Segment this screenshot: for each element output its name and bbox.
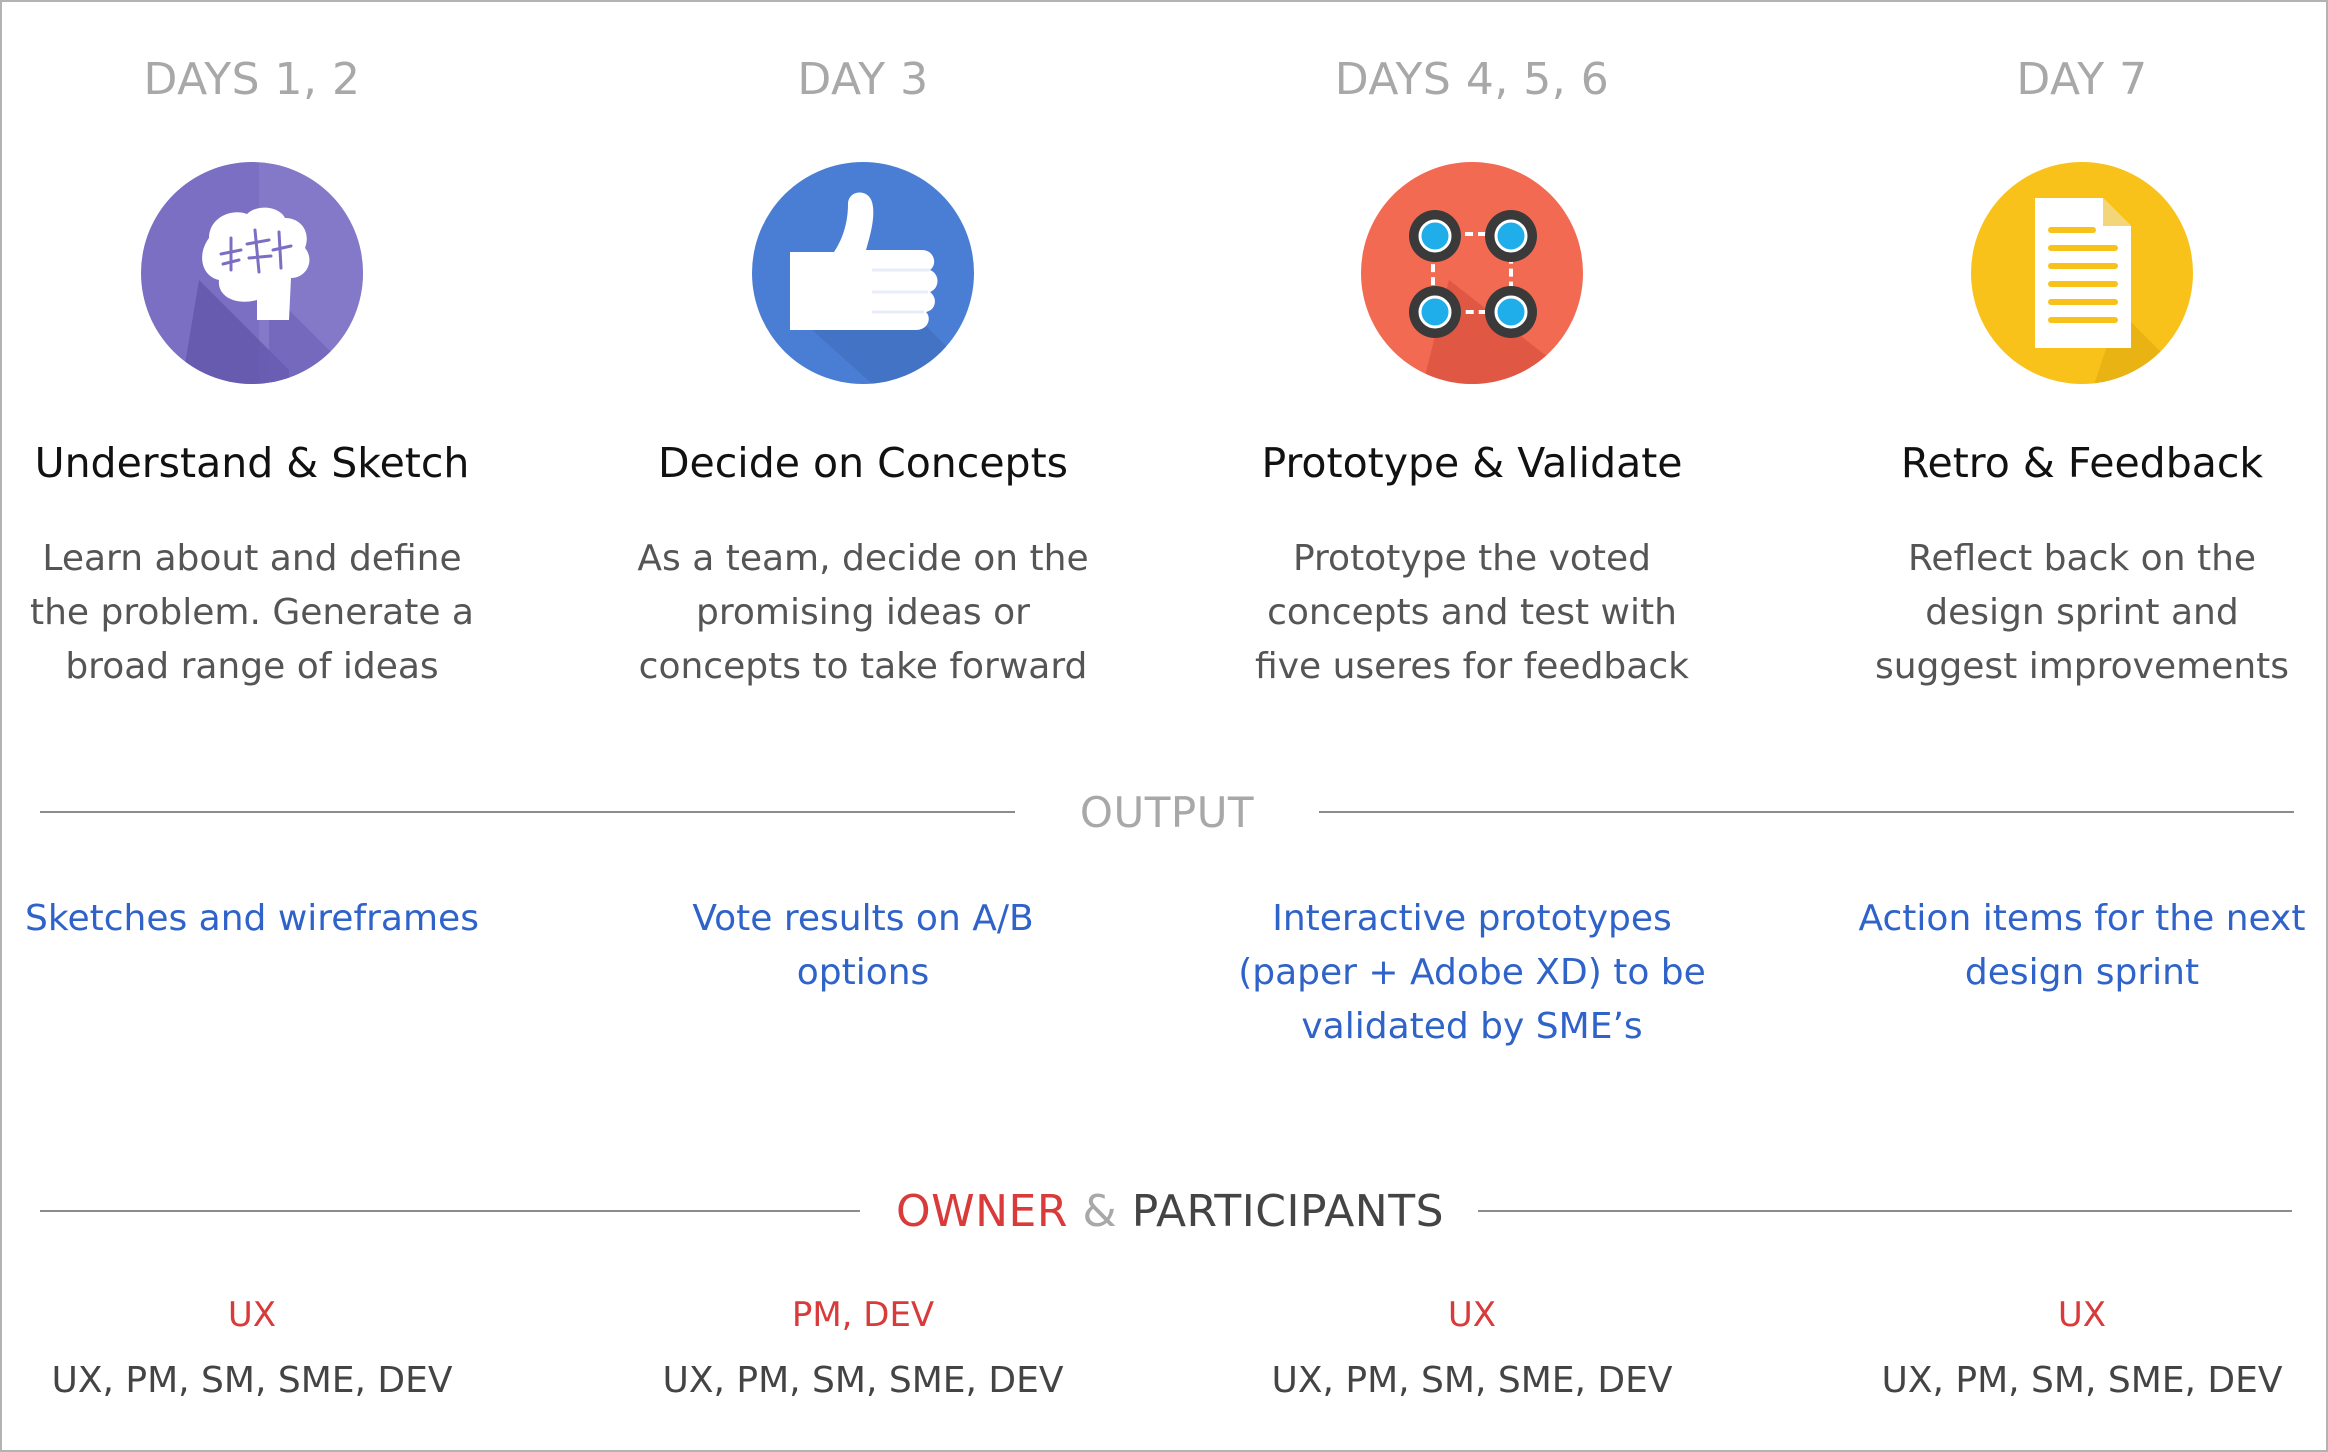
phase-title: Retro & Feedback [1900,439,2264,487]
participants-text: UX, PM, SM, SME, DEV [1271,1360,1673,1401]
ampersand-label: & [1082,1186,1118,1237]
description-line: design sprint and [1925,592,2239,633]
day-label: DAY 3 [797,54,929,105]
description-line: Prototype the voted [1292,538,1652,579]
description-line: five useres for feedback [1255,646,1689,687]
description-line: Reflect back on the [1907,538,2257,579]
divider-line [1478,1210,2292,1212]
output-line: Sketches and wireframes [25,898,479,939]
phase-title: Understand & Sketch [34,439,470,487]
owner-text: PM, DEV [791,1295,935,1335]
participants-text: UX, PM, SM, SME, DEV [1881,1360,2283,1401]
description-line: suggest improvements [1874,646,2290,687]
output-text: Action items for the next design sprint [1782,892,2328,1000]
description-line: the problem. Generate a [29,592,474,633]
output-line: Interactive prototypes [1272,898,1672,939]
output-section-label: OUTPUT [1079,788,1255,837]
brain-icon [0,160,552,386]
gears-icon [1172,160,1772,386]
owner-text: UX [227,1295,277,1335]
participants-label: PARTICIPANTS [1131,1186,1445,1237]
description-line: As a team, decide on the [637,538,1089,579]
output-line: options [796,952,930,993]
description-line: broad range of ideas [65,646,439,687]
phase-title: Prototype & Validate [1261,439,1683,487]
participants-text: UX, PM, SM, SME, DEV [662,1360,1064,1401]
owner-text: UX [2057,1295,2107,1335]
output-text: Interactive prototypes (paper + Adobe XD… [1172,892,1772,1054]
description-line: promising ideas or [696,592,1030,633]
document-icon [1782,160,2328,386]
owner-participants-section-label: OWNER & PARTICIPANTS [860,1186,1480,1237]
description-line: concepts and test with [1267,592,1677,633]
output-line: Vote results on A/B [692,898,1034,939]
thumbs-up-icon [563,160,1163,386]
output-text: Vote results on A/B options [563,892,1163,1000]
owner-text: UX [1447,1295,1497,1335]
description-line: Learn about and define [42,538,462,579]
phase-description: Prototype the voted concepts and test wi… [1172,532,1772,694]
output-text: Sketches and wireframes [0,892,552,946]
participants-text: UX, PM, SM, SME, DEV [51,1360,453,1401]
owner-label: OWNER [895,1186,1068,1237]
output-line: design sprint [1964,952,2200,993]
day-label: DAY 7 [2016,54,2148,105]
divider-line [40,811,1015,813]
phase-description: Learn about and define the problem. Gene… [0,532,552,694]
phase-description: Reflect back on the design sprint and su… [1782,532,2328,694]
day-label: DAYS 1, 2 [143,54,361,105]
day-label: DAYS 4, 5, 6 [1334,54,1610,105]
output-line: Action items for the next [1858,898,2306,939]
phase-title: Decide on Concepts [657,439,1069,487]
description-line: concepts to take forward [638,646,1088,687]
output-line: (paper + Adobe XD) to be [1238,952,1706,993]
divider-line [40,1210,860,1212]
output-line: validated by SME’s [1301,1006,1643,1047]
phase-description: As a team, decide on the promising ideas… [563,532,1163,694]
divider-line [1319,811,2294,813]
